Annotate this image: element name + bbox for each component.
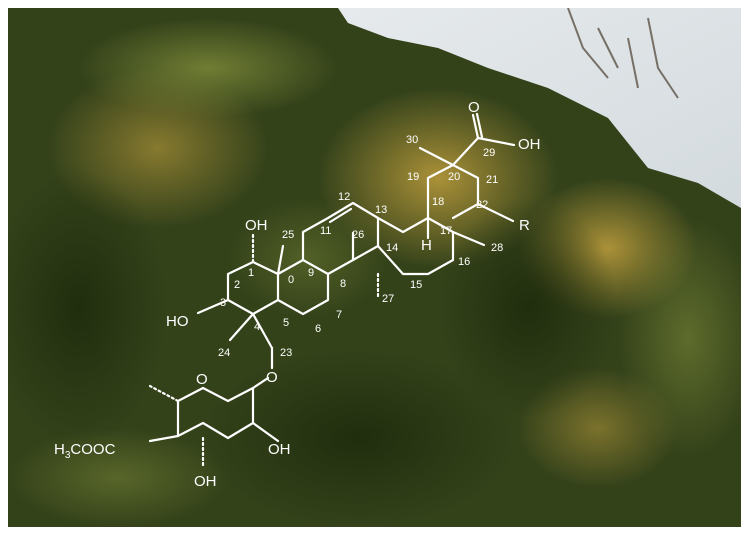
c29-oh-bond — [476, 136, 516, 147]
label-c14: 14 — [386, 242, 398, 254]
label-o-ring: O — [196, 371, 208, 388]
photo-background — [8, 8, 741, 527]
foliage-dark-1 — [8, 168, 168, 448]
label-c1: 1 — [248, 267, 254, 279]
label-c4: 4 — [254, 321, 260, 333]
sky-area — [338, 8, 741, 208]
label-c26: 26 — [352, 229, 364, 241]
label-o-ether: O — [266, 369, 278, 386]
foliage-light-3 — [8, 428, 228, 527]
foliage-light-1 — [78, 18, 338, 118]
methyl-c25-bond — [276, 244, 285, 276]
label-c2: 2 — [234, 279, 240, 291]
label-carbonyl-o: O — [468, 99, 480, 116]
label-c10: 0 — [288, 274, 294, 286]
bare-branches — [567, 8, 679, 99]
carbon-labels: 1 2 3 4 5 6 7 8 9 0 11 12 13 14 15 16 17… — [218, 134, 503, 359]
label-c12: 12 — [338, 191, 350, 203]
label-c19: 19 — [407, 171, 419, 183]
molecule-structure — [148, 112, 516, 470]
label-c6: 6 — [315, 323, 321, 335]
foliage-dark-3 — [438, 198, 618, 418]
sugar-anomeric-o-bond — [251, 376, 270, 390]
label-c29: 29 — [483, 147, 495, 159]
label-c3: 3 — [220, 297, 226, 309]
label-c11: 11 — [320, 225, 331, 237]
c3-ho-bond — [196, 298, 230, 315]
c29-o-bond-2 — [475, 112, 484, 139]
label-c9: 9 — [308, 267, 314, 279]
label-c15: 15 — [410, 279, 422, 291]
ester-rest: COOC — [70, 441, 115, 458]
c20-c29-bond — [451, 136, 480, 167]
sugar-ester-bond — [148, 434, 180, 443]
label-c22: 22 — [476, 199, 488, 211]
group-labels: OH HO O O O OH R H OH OH H3COOC — [54, 99, 541, 490]
label-c30: 30 — [406, 134, 418, 146]
label-c24: 24 — [218, 347, 230, 359]
foliage-light-2 — [618, 218, 741, 458]
label-r: R — [519, 217, 530, 234]
label-c13: 13 — [375, 204, 387, 216]
label-c7: 7 — [336, 309, 342, 321]
label-c17: 17 — [440, 225, 452, 237]
foliage-light-4 — [228, 198, 388, 318]
foliage-dark-2 — [198, 348, 518, 527]
label-c27: 27 — [382, 293, 394, 305]
c22-r-bond — [476, 202, 515, 223]
label-oh-sugar-bottom: OH — [194, 473, 217, 490]
label-c20: 20 — [448, 171, 460, 183]
label-c21: 21 — [486, 174, 498, 186]
label-ester: H3COOC — [54, 441, 116, 461]
forest-photo-with-molecule: 1 2 3 4 5 6 7 8 9 0 11 12 13 14 15 16 17… — [8, 8, 741, 527]
double-bond-c12-c13 — [328, 207, 353, 224]
c20-c30-bond — [418, 146, 455, 167]
ring-c — [301, 201, 380, 276]
ester-h: H — [54, 441, 65, 458]
label-oh-c1: OH — [245, 217, 268, 234]
label-acid-oh: OH — [518, 136, 541, 153]
label-oh-sugar-right: OH — [268, 441, 291, 458]
methyl-c28-bond — [451, 230, 486, 247]
label-c8: 8 — [340, 278, 346, 290]
label-c16: 16 — [458, 256, 470, 268]
ring-d — [376, 216, 455, 276]
ring-e — [426, 163, 480, 220]
ester-sub: 3 — [65, 450, 71, 461]
label-c28: 28 — [491, 242, 503, 254]
c29-o-bond — [471, 113, 480, 140]
ring-b — [276, 258, 330, 316]
label-c23: 23 — [280, 347, 292, 359]
methyl-c24-bond — [228, 312, 255, 342]
label-c18: 18 — [432, 196, 444, 208]
label-ho-c3: HO — [166, 313, 189, 330]
label-h18: H — [421, 237, 432, 254]
ch2-c23-bond — [251, 312, 274, 350]
sugar-methyl-bond — [148, 384, 180, 403]
sugar-oh-bond — [251, 421, 280, 443]
label-c25: 25 — [282, 229, 294, 241]
label-c5: 5 — [283, 317, 289, 329]
